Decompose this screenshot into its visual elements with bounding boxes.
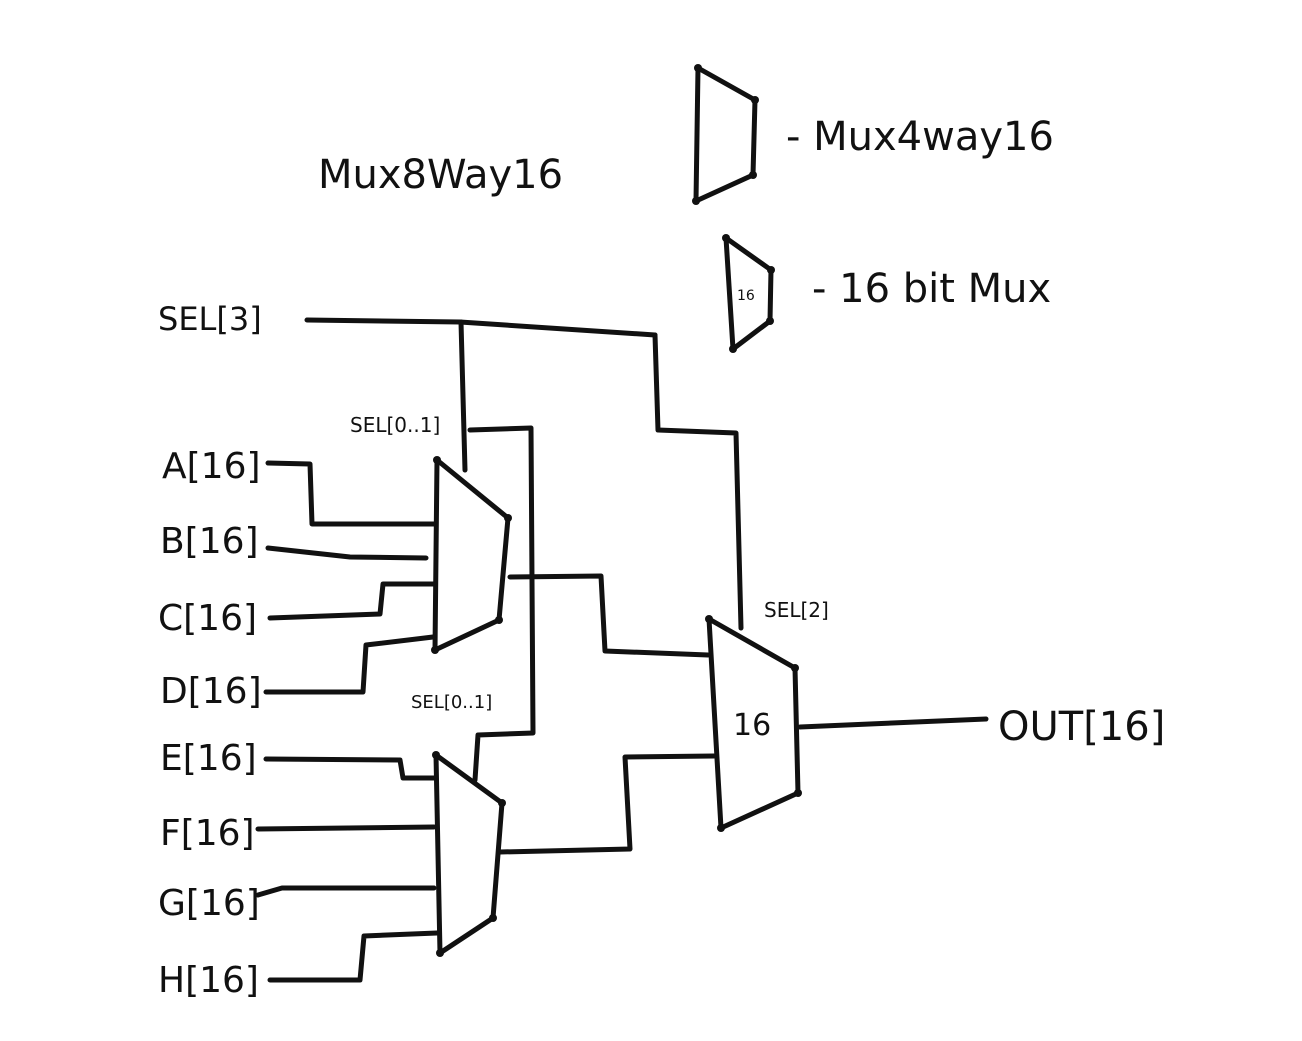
wire-h bbox=[267, 930, 440, 983]
vertex-dots bbox=[431, 64, 802, 957]
legend-mux4way16-symbol bbox=[693, 65, 758, 204]
wire-upper-mux-out bbox=[507, 573, 711, 658]
input-label-d: D[16] bbox=[160, 671, 262, 712]
wire-lower-mux-out bbox=[497, 753, 717, 855]
output-label: OUT[16] bbox=[998, 704, 1165, 750]
input-label-g: G[16] bbox=[158, 883, 260, 924]
select-label-final: SEL[2] bbox=[764, 598, 829, 622]
lower-mux4way16 bbox=[433, 752, 505, 956]
final-mux16-inner-label: 16 bbox=[733, 708, 771, 743]
wire-sel3 bbox=[304, 317, 658, 338]
wire-a bbox=[265, 460, 437, 527]
input-label-h: H[16] bbox=[158, 960, 259, 1001]
legend-mux4way16-label: - Mux4way16 bbox=[786, 114, 1054, 160]
wire-out bbox=[797, 716, 989, 730]
wire-g bbox=[255, 885, 437, 898]
input-label-f: F[16] bbox=[160, 813, 255, 854]
input-label-e: E[16] bbox=[160, 738, 257, 779]
input-label-c: C[16] bbox=[158, 598, 257, 639]
wire-b bbox=[265, 545, 429, 561]
wire-c bbox=[267, 581, 438, 621]
input-label-a: A[16] bbox=[162, 446, 261, 487]
wire-sel-upper-mux bbox=[458, 319, 468, 473]
input-label-sel3: SEL[3] bbox=[158, 300, 262, 338]
legend-mux16-label: - 16 bit Mux bbox=[812, 266, 1051, 312]
input-label-b: B[16] bbox=[160, 521, 259, 562]
wire-d bbox=[263, 634, 436, 695]
select-label-lower: SEL[0..1] bbox=[411, 692, 492, 713]
wire-sel-lower-mux bbox=[467, 425, 536, 783]
legend-mux16-inner-label: 16 bbox=[737, 288, 755, 304]
diagram-title: Mux8Way16 bbox=[318, 152, 563, 198]
wire-f bbox=[255, 824, 437, 832]
select-label-upper: SEL[0..1] bbox=[350, 413, 440, 437]
wire-e bbox=[263, 756, 439, 781]
wire-sel-final-mux bbox=[652, 332, 744, 631]
